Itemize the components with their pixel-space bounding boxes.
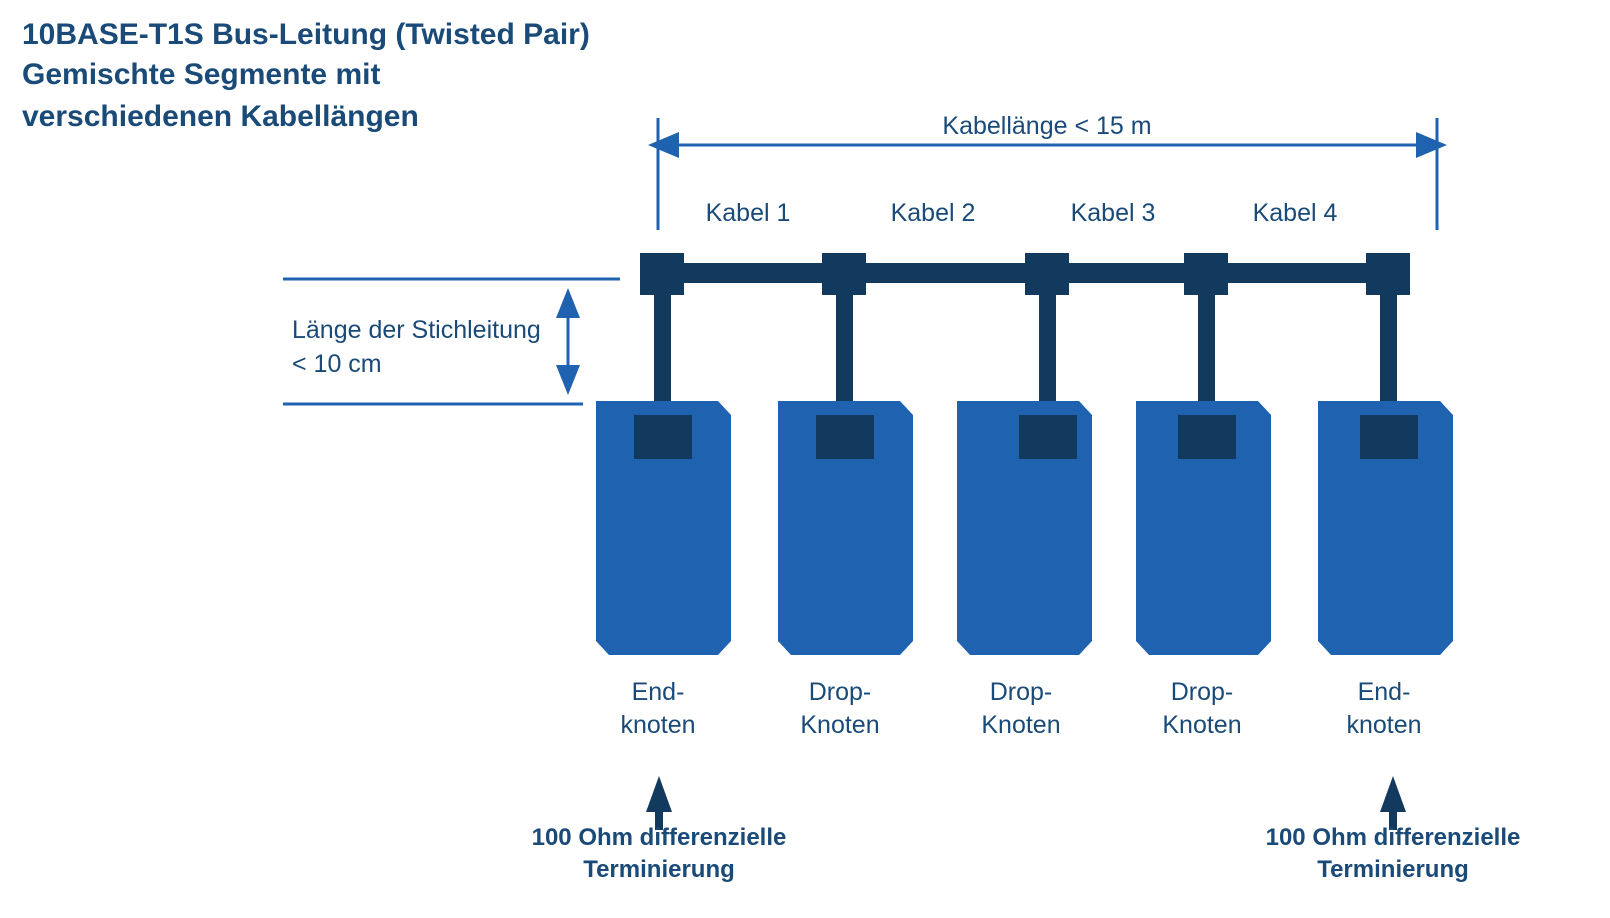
arrow-head-left-icon [648,132,679,158]
stub-length-label-line-2: < 10 cm [292,350,382,378]
termination-label-left-line-2: Terminierung [583,856,735,883]
bus-connector-1 [640,253,684,295]
up-arrow-icon-left [646,776,672,812]
bus-connectors [640,253,1410,295]
termination-callout-right: 100 Ohm differenzielle Terminierung [1266,776,1521,883]
node-connector-3 [1019,415,1077,459]
up-arrow-icon-right [1380,776,1406,812]
node-label-5-line-1: End- [1358,678,1411,706]
node-label-2-line-1: Drop- [809,678,872,706]
drop-cable-4 [1198,289,1215,421]
bus-connector-4 [1184,253,1228,295]
arrow-head-up-icon [556,288,580,318]
node-label-1-line-2: knoten [620,711,695,739]
node-label-3-line-1: Drop- [990,678,1053,706]
segment-label-kabel-2: Kabel 2 [891,199,976,227]
node-dropknoten-2[interactable]: Drop- Knoten [957,401,1092,739]
node-dropknoten-3[interactable]: Drop- Knoten [1136,401,1271,739]
arrow-head-right-icon [1416,132,1447,158]
title-line-2: Gemischte Segmente mit [22,58,380,91]
termination-label-left-line-1: 100 Ohm differenzielle [532,824,787,851]
title-line-1: 10BASE-T1S Bus-Leitung (Twisted Pair) [22,18,590,51]
termination-callout-left: 100 Ohm differenzielle Terminierung [532,776,787,883]
node-body-3[interactable] [957,401,1092,655]
node-connector-1 [634,415,692,459]
bus-connector-2 [822,253,866,295]
segment-label-kabel-4: Kabel 4 [1253,199,1338,227]
node-body-1[interactable] [596,401,731,655]
node-label-1-line-1: End- [632,678,685,706]
node-body-4[interactable] [1136,401,1271,655]
drop-cables [654,289,1397,421]
node-connector-4 [1178,415,1236,459]
node-label-4-line-2: Knoten [1162,711,1241,739]
bus-connector-3 [1025,253,1069,295]
node-dropknoten-1[interactable]: Drop- Knoten [778,401,913,739]
drop-cable-3 [1039,289,1056,421]
bus-bar [648,263,1398,283]
arrow-head-down-icon [556,365,580,395]
segment-label-kabel-1: Kabel 1 [706,199,791,227]
termination-label-right-line-1: 100 Ohm differenzielle [1266,824,1521,851]
termination-label-right-line-2: Terminierung [1317,856,1469,883]
node-connector-2 [816,415,874,459]
node-body-2[interactable] [778,401,913,655]
stub-length-dimension: Länge der Stichleitung < 10 cm [283,277,620,406]
drop-cable-5 [1380,289,1397,421]
drop-cable-2 [836,289,853,421]
segment-label-kabel-3: Kabel 3 [1071,199,1156,227]
bus-length-label: Kabellänge < 15 m [942,112,1151,140]
title-line-3: verschiedenen Kabellängen [22,100,419,133]
node-endknoten-left[interactable]: End- knoten [596,401,731,739]
bus-length-dimension: Kabellänge < 15 m [648,112,1447,230]
stub-length-label-line-1: Länge der Stichleitung [292,316,541,344]
segment-labels: Kabel 1 Kabel 2 Kabel 3 Kabel 4 [706,199,1338,227]
node-label-4-line-1: Drop- [1171,678,1234,706]
page-title: 10BASE-T1S Bus-Leitung (Twisted Pair) Ge… [22,18,590,133]
node-body-5[interactable] [1318,401,1453,655]
node-connector-5 [1360,415,1418,459]
node-label-2-line-2: Knoten [800,711,879,739]
node-label-3-line-2: Knoten [981,711,1060,739]
node-label-5-line-2: knoten [1346,711,1421,739]
bus-connector-5 [1366,253,1410,295]
drop-cable-1 [654,289,671,421]
node-endknoten-right[interactable]: End- knoten [1318,401,1453,739]
bus-trunk-cable [648,263,1398,283]
